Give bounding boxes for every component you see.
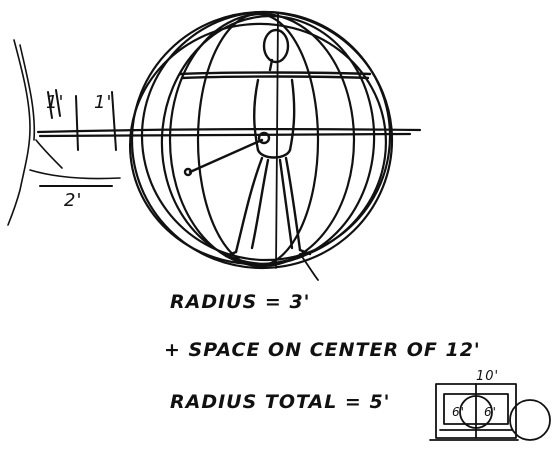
note-radius-total: RADIUS TOTAL = 5' xyxy=(170,391,391,413)
sphere-rings xyxy=(118,0,406,277)
dim-label-left: 1' xyxy=(46,92,64,113)
dim-label-right: 1' xyxy=(94,92,112,113)
human-figure xyxy=(180,30,370,256)
vertical-axis xyxy=(276,14,278,268)
thumbnail-label-right: 6' xyxy=(484,405,497,419)
horizontal-axis xyxy=(38,129,420,136)
figure-head xyxy=(264,30,288,62)
thumbnail-label-left: 6' xyxy=(452,405,465,419)
note-radius: RADIUS = 3' xyxy=(170,291,310,313)
note-space-on-center: + SPACE ON CENTER OF 12' xyxy=(164,339,481,361)
dim-label-span: 2' xyxy=(64,190,82,211)
thumbnail-label-top: 10' xyxy=(476,369,499,384)
sphere-meridian-2 xyxy=(198,14,318,266)
sphere-outer-ring-2 xyxy=(126,0,406,276)
